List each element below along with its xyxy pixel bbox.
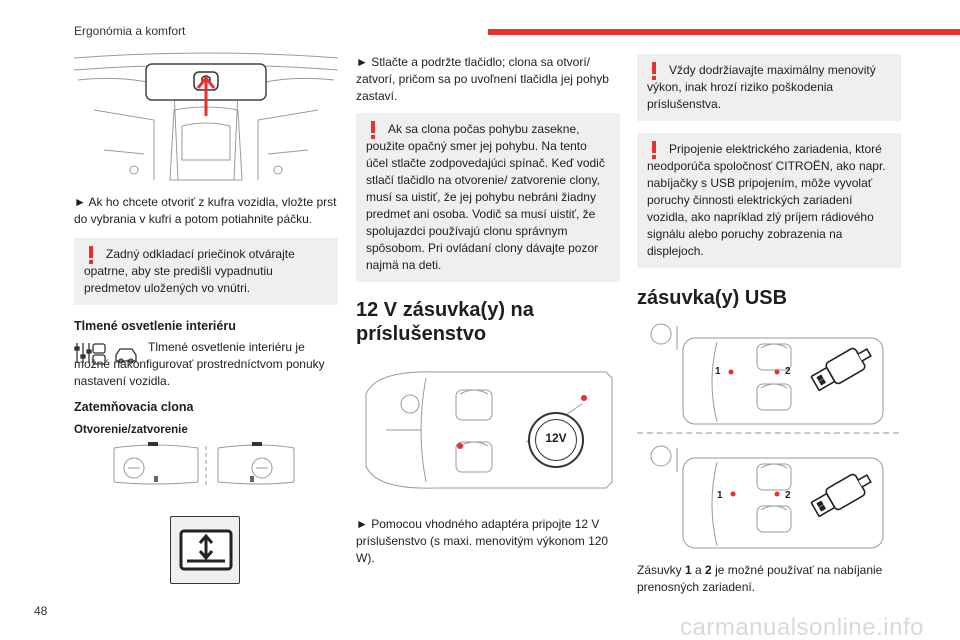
blind-button-icon[interactable] bbox=[170, 516, 240, 584]
warning-box-device: Pripojenie elektrického zariadenia, ktor… bbox=[637, 133, 901, 268]
page-number: 48 bbox=[34, 604, 48, 618]
trunk-illustration bbox=[73, 50, 339, 190]
usb-text: Zásuvky 1 a 2 je možné používať na nabíj… bbox=[637, 563, 883, 594]
column-2: ► Stlačte a podržte tlačidlo; clona sa o… bbox=[356, 54, 620, 567]
exclamation-icon bbox=[649, 61, 659, 81]
column-1: ► Ak ho chcete otvoriť z kufra vozidla, … bbox=[73, 50, 339, 592]
socket-instruction: ► Pomocou vhodného adaptéra pripojte 12 … bbox=[356, 517, 609, 565]
header-accent-bar bbox=[488, 29, 960, 35]
settings-car-icon bbox=[74, 343, 137, 365]
vehicle-cabin-icon bbox=[650, 445, 884, 549]
cabin-roof-icon bbox=[113, 442, 295, 486]
warning-device-text: Pripojenie elektrického zariadenia, ktor… bbox=[647, 142, 886, 258]
warning-glovebox-text: Zadný odkladací priečinok otvárajte opat… bbox=[84, 247, 295, 295]
socket-illustration: 12V bbox=[356, 364, 620, 494]
exclamation-icon bbox=[86, 245, 96, 265]
trunk-interior-icon bbox=[73, 52, 339, 181]
usb-label-2: 2 bbox=[785, 490, 791, 501]
vehicle-cabin-icon bbox=[650, 323, 884, 425]
blind-instruction: ► Stlačte a podržte tlačidlo; clona sa o… bbox=[356, 55, 609, 103]
blind-title: Zatemňovacia clona bbox=[74, 400, 194, 414]
exclamation-icon bbox=[368, 120, 378, 140]
warning-blind-text: Ak sa clona počas pohybu zasekne, použit… bbox=[366, 122, 605, 272]
socket-title: 12 V zásuvka(y) na príslušenstvo bbox=[356, 299, 534, 345]
watermark: carmanualsonline.info bbox=[680, 614, 924, 640]
trunk-instruction: ► Ak ho chcete otvoriť z kufra vozidla, … bbox=[74, 195, 337, 226]
warning-power-text: Vždy dodržiavajte maximálny menovitý výk… bbox=[647, 63, 876, 111]
usb-illustration-2: 1 2 bbox=[637, 442, 901, 552]
mood-light-block: Tlmené osvetlenie interiéru je možné nak… bbox=[74, 339, 338, 390]
socket-label: 12V bbox=[545, 431, 567, 445]
usb-label-2: 2 bbox=[785, 366, 791, 377]
usb-label-1: 1 bbox=[717, 490, 723, 501]
usb-title: zásuvka(y) USB bbox=[637, 287, 788, 309]
usb-illustration-1: 1 2 bbox=[637, 322, 901, 428]
divider bbox=[637, 432, 899, 434]
exclamation-icon bbox=[649, 140, 659, 160]
section-title: Ergonómia a komfort bbox=[74, 24, 186, 38]
usb-plug-icon bbox=[810, 347, 872, 391]
warning-box-glovebox: Zadný odkladací priečinok otvárajte opat… bbox=[74, 238, 338, 305]
socket-12v-icon: 12V bbox=[528, 412, 584, 468]
usb-label-1: 1 bbox=[715, 366, 721, 377]
blind-subtitle: Otvorenie/zatvorenie bbox=[74, 424, 188, 436]
column-3: Vždy dodržiavajte maximálny menovitý výk… bbox=[637, 54, 901, 596]
mood-light-text: Tlmené osvetlenie interiéru je možné nak… bbox=[74, 340, 325, 388]
blind-illustration bbox=[74, 442, 338, 592]
warning-box-blind: Ak sa clona počas pohybu zasekne, použit… bbox=[356, 113, 620, 282]
usb-plug-icon bbox=[810, 473, 872, 517]
mood-light-title: Tlmené osvetlenie interiéru bbox=[74, 319, 236, 333]
warning-box-power: Vždy dodržiavajte maximálny menovitý výk… bbox=[637, 54, 901, 121]
